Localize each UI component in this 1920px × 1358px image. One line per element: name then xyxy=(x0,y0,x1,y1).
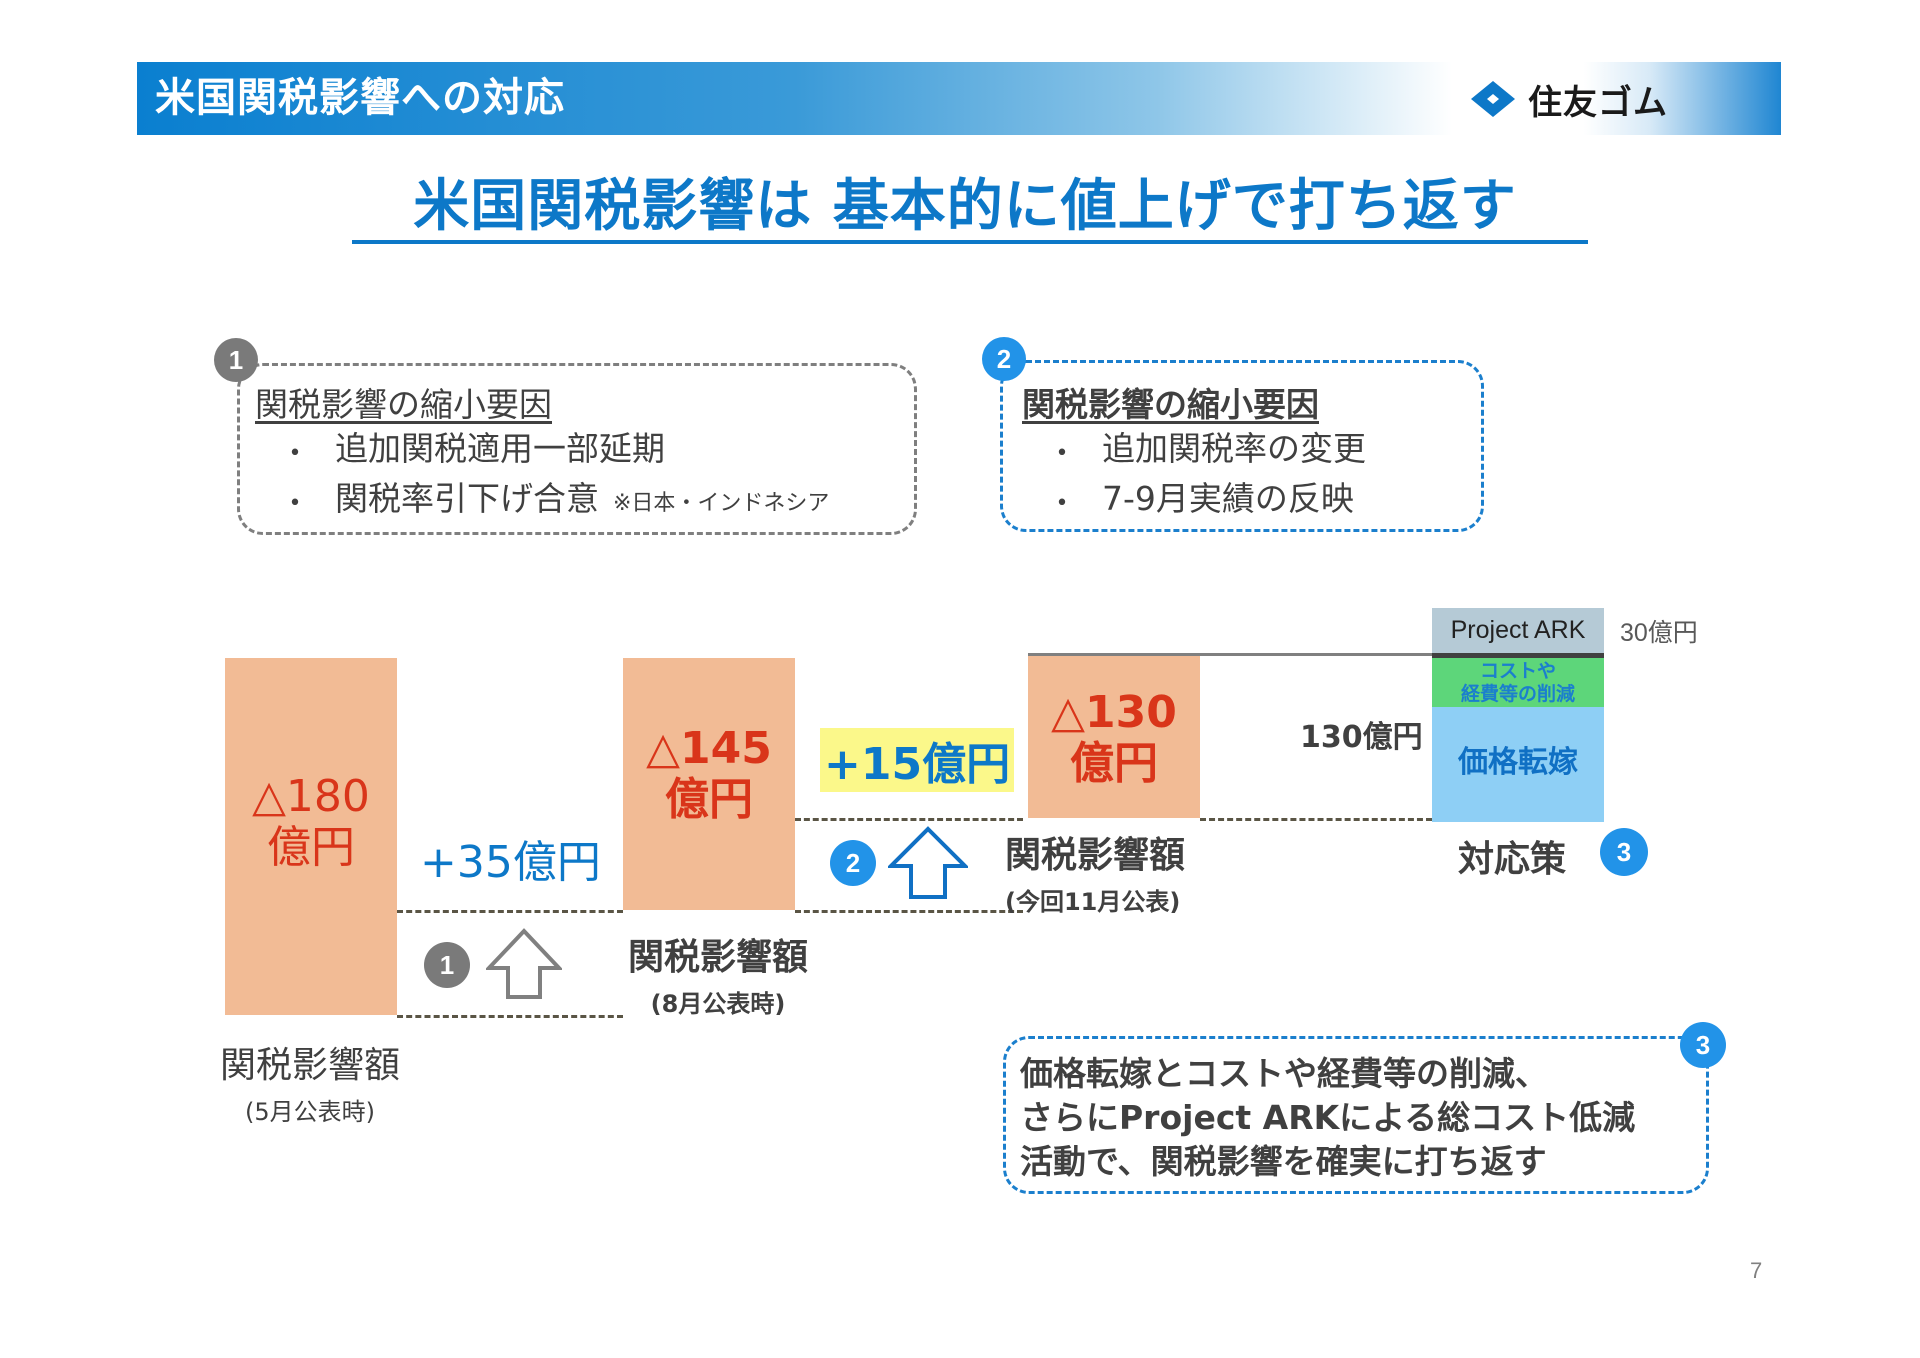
callout-1-item: • 関税率引下げ合意 ※日本・インドネシア xyxy=(255,476,830,526)
segment-line: コストや xyxy=(1479,659,1556,682)
step-2-value: +15億円 xyxy=(820,728,1015,792)
callout-1-heading: 関税影響の縮小要因 xyxy=(255,385,552,424)
step-1-value: +35億円 xyxy=(420,837,601,888)
badge-2: 2 xyxy=(982,337,1026,381)
bar-aug-caption: 関税影響額 (8月公表時) xyxy=(600,928,836,1019)
item-note: ※日本・インドネシア xyxy=(613,491,830,516)
ark-value: 30億円 xyxy=(1620,619,1698,647)
page-number: 7 xyxy=(1750,1258,1763,1283)
bullet: • xyxy=(288,441,302,466)
bar-aug-label: △145 億円 xyxy=(623,723,795,825)
step-2-badge: 2 xyxy=(830,840,876,886)
reference-line xyxy=(1028,653,1432,656)
item-text: 追加関税率の変更 xyxy=(1102,429,1366,468)
item-text: 追加関税適用一部延期 xyxy=(335,429,665,468)
countermeasure-caption: 対応策 xyxy=(1458,839,1567,880)
callout-1-content: 関税影響の縮小要因 • 追加関税適用一部延期 • 関税率引下げ合意 ※日本・イン… xyxy=(255,378,829,526)
step-1-badge: 1 xyxy=(424,942,470,988)
bar-value: △180 xyxy=(252,771,370,822)
callout-box-1 xyxy=(237,363,917,535)
arrow-up-icon xyxy=(486,928,562,1000)
countermeasure-base-line xyxy=(1200,818,1432,821)
callout-2-item: • 追加関税率の変更 xyxy=(1022,426,1367,476)
company-logo: 住友ゴム xyxy=(1470,75,1668,123)
caption-sub: (今回11月公表) xyxy=(1005,888,1181,916)
caption-main: 関税影響額 xyxy=(219,1045,400,1086)
arrow-up-icon xyxy=(888,826,968,900)
caption-main: 関税影響額 xyxy=(627,937,808,978)
segment-price-pass-through: 価格転嫁 xyxy=(1432,707,1604,822)
summary-line: 活動で、関税影響を確実に打ち返す xyxy=(1020,1142,1547,1181)
bar-nov-label: △130 億円 xyxy=(1028,687,1200,789)
caption-main: 関税影響額 xyxy=(1005,835,1186,876)
bar-value: △145 xyxy=(646,723,772,774)
bullet: • xyxy=(1055,441,1069,466)
segment-cost-reduction: コストや 経費等の削減 xyxy=(1432,658,1604,707)
bar-may-caption: 関税影響額 (5月公表時) xyxy=(195,1036,425,1127)
step-2-top-line xyxy=(795,818,1023,821)
bar-may xyxy=(225,658,397,1015)
bar-aug xyxy=(623,658,795,910)
callout-3-content: 価格転嫁とコストや経費等の削減、 さらにProject ARKによる総コスト低減… xyxy=(1020,1052,1635,1184)
callout-1-item: • 追加関税適用一部延期 xyxy=(255,426,829,476)
segment-project-ark: Project ARK xyxy=(1432,608,1604,653)
item-text: 7-9月実績の反映 xyxy=(1102,479,1354,518)
sumitomo-diamond-icon xyxy=(1470,80,1516,118)
callout-2-item: • 7-9月実績の反映 xyxy=(1022,476,1366,526)
step-1-top-line xyxy=(397,910,623,913)
title-underline xyxy=(352,240,1588,244)
summary-line: 価格転嫁とコストや経費等の削減、 xyxy=(1020,1054,1548,1093)
bar-unit: 億円 xyxy=(665,773,753,825)
summary-line: さらにProject ARKによる総コスト低減 xyxy=(1020,1098,1636,1137)
item-text: 関税率引下げ合意 xyxy=(335,479,599,518)
segment-line: 経費等の削減 xyxy=(1460,682,1575,705)
bar-unit: 億円 xyxy=(267,821,355,873)
countermeasure-badge: 3 xyxy=(1600,828,1648,876)
badge-3: 3 xyxy=(1680,1022,1726,1068)
step-2-bottom-line xyxy=(795,910,1023,913)
caption-sub: (8月公表時) xyxy=(650,990,786,1018)
callout-2-content: 関税影響の縮小要因 • 追加関税率の変更 • 7-9月実績の反映 xyxy=(1022,378,1366,526)
badge-1: 1 xyxy=(214,338,258,382)
company-name: 住友ゴム xyxy=(1528,82,1668,123)
callout-2-heading: 関税影響の縮小要因 xyxy=(1022,385,1319,424)
bullet: • xyxy=(288,491,302,516)
segment-separator xyxy=(1432,653,1604,658)
callout-box-2 xyxy=(1000,360,1484,532)
bar-value: △130 xyxy=(1051,687,1177,738)
countermeasure-total: 130億円 xyxy=(1300,720,1423,755)
page-title: 米国関税影響は 基本的に値上げで打ち返す xyxy=(413,174,1517,239)
bullet: • xyxy=(1055,491,1069,516)
caption-sub: (5月公表時) xyxy=(245,1098,375,1126)
bar-unit: 億円 xyxy=(1070,737,1158,789)
callout-box-3 xyxy=(1003,1036,1709,1194)
bar-nov xyxy=(1028,656,1200,818)
bar-may-label: △180 億円 xyxy=(225,771,397,873)
bar-nov-caption: 関税影響額 (今回11月公表) xyxy=(1005,826,1235,917)
section-title: 米国関税影響への対応 xyxy=(155,75,565,121)
step-1-bottom-line xyxy=(397,1015,623,1018)
